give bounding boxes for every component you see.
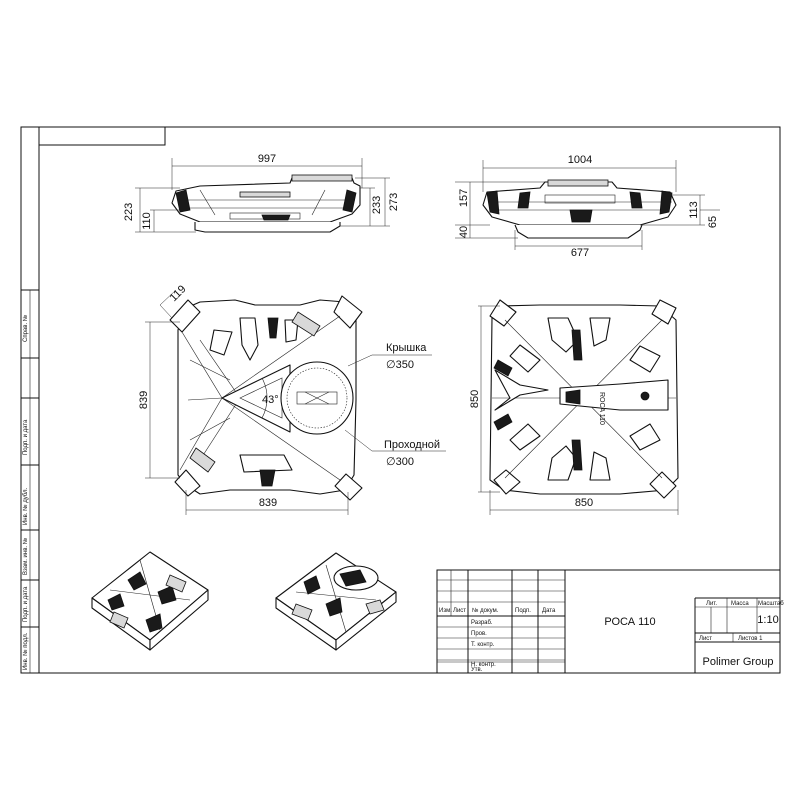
tb-col-podp: Подп.: [515, 608, 531, 614]
tb-row-nkontr: Н. контр.: [471, 662, 496, 668]
strip-label-5: Подп. и дата: [23, 586, 29, 622]
top-left-tab: [38, 127, 166, 146]
side-strip: Справ. № Подп. и дата Инв. № дубл. Взам.…: [21, 289, 39, 673]
front-view: 997 223 110 233 273: [123, 153, 400, 233]
lid-callout-diameter: ∅350: [386, 359, 414, 371]
pass-callout-diameter: ∅300: [386, 456, 414, 468]
dim-side-height-bottom: 40: [458, 226, 470, 238]
tb-col-doc: № докум.: [472, 607, 499, 614]
lid-callout-label: Крышка: [386, 342, 427, 354]
strip-label-6: Инв. № подл.: [22, 632, 29, 670]
tb-row-utv: Утв.: [471, 667, 483, 673]
isometric-view-top: [275, 552, 397, 651]
dim-top-height: 839: [138, 391, 150, 409]
dim-front-height-lower: 110: [141, 212, 153, 230]
dim-side-height-top: 157: [458, 189, 470, 207]
title-block: Изм. Лист № докум. Подп. Дата Разраб. Пр…: [436, 569, 784, 674]
dim-bottom-height: 850: [469, 390, 481, 408]
dim-front-height-b: 273: [388, 193, 400, 211]
tb-col-izm: Изм.: [439, 608, 452, 614]
pass-callout-label: Проходной: [384, 439, 440, 451]
dim-front-width: 997: [258, 153, 276, 165]
tb-scale-value: 1:10: [757, 614, 778, 626]
strip-label-2: Подп. и дата: [23, 419, 29, 455]
top-view: 43° 839 839 119 Крышка ∅350 Проходной ∅3…: [138, 283, 446, 515]
tb-company: Polimer Group: [703, 656, 774, 668]
bottom-view: ROCA 110 850 850: [469, 299, 679, 515]
outer-frame: [20, 126, 781, 674]
dim-front-height-a: 233: [371, 196, 383, 214]
tb-sheet-label: Лист: [699, 636, 712, 642]
dim-top-width: 839: [259, 497, 277, 509]
dim-front-height-total: 223: [123, 203, 135, 221]
tb-lit-label: Лит.: [706, 601, 717, 607]
dim-top-flange: 119: [168, 283, 189, 304]
tb-col-list: Лист: [453, 608, 466, 614]
dim-side-height-a: 113: [688, 201, 700, 219]
tb-scale-label: Масштаб: [758, 601, 784, 607]
tb-row-razrab: Разраб.: [471, 620, 493, 626]
dim-top-angle: 43°: [262, 394, 279, 406]
tb-mass-label: Масса: [731, 601, 749, 607]
tb-row-tkontr: Т. контр.: [471, 642, 495, 648]
dim-side-base-width: 677: [571, 247, 589, 259]
bottom-logo-text: ROCA 110: [598, 392, 605, 425]
strip-label-4: Взам. инв. №: [22, 538, 29, 575]
side-view: 1004 157 40 677 113 65: [455, 154, 720, 259]
strip-label-1: Справ. №: [22, 315, 29, 342]
dim-side-width: 1004: [568, 154, 592, 166]
tb-sheets-label: Листов 1: [738, 636, 763, 642]
tb-product-name: РОСА 110: [604, 616, 655, 628]
dim-bottom-width: 850: [575, 497, 593, 509]
isometric-view-bottom: [91, 551, 209, 651]
dim-side-height-b: 65: [707, 216, 719, 228]
tb-row-prov: Пров.: [471, 631, 487, 637]
strip-label-3: Инв. № дубл.: [22, 488, 29, 525]
tb-col-date: Дата: [542, 608, 556, 614]
